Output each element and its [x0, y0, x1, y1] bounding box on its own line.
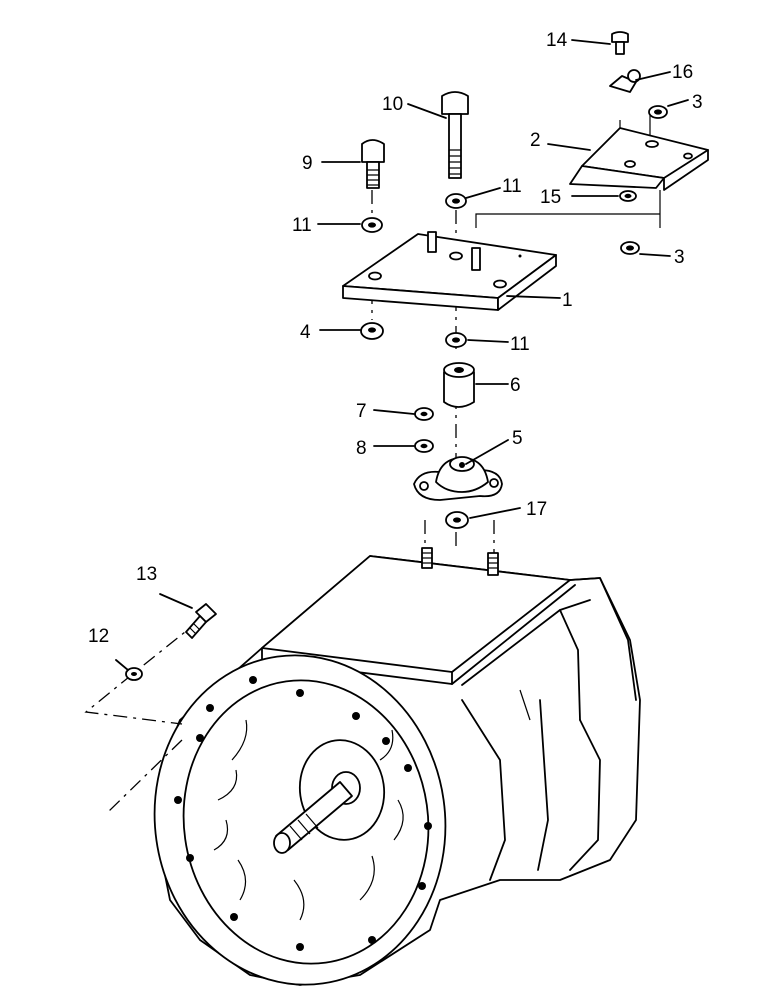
callout-1: 1 [562, 290, 573, 311]
callout-6: 6 [510, 375, 521, 396]
rubber-mount [413, 456, 503, 501]
bolt-9 [361, 139, 385, 189]
bolt-14 [611, 31, 629, 55]
callout-12: 12 [88, 626, 109, 647]
callout-8: 8 [356, 438, 367, 459]
lug [609, 69, 641, 93]
bolt-10 [441, 91, 469, 179]
callout-3-bottom: 3 [674, 247, 685, 268]
flange-bolt-holes [174, 676, 432, 951]
callout-11-mid: 11 [510, 334, 530, 355]
callout-3-top: 3 [692, 92, 703, 113]
callout-labels: 1 2 3 3 4 5 6 7 8 9 10 11 11 11 12 13 14… [88, 30, 703, 647]
callout-2: 2 [530, 130, 541, 151]
leader-lines [115, 39, 689, 671]
callout-7: 7 [356, 401, 367, 422]
mounting-plate [342, 231, 557, 311]
callout-13: 13 [136, 564, 157, 585]
callout-16: 16 [672, 62, 693, 83]
transmission-housing [153, 547, 641, 986]
spacer-sleeve [443, 362, 475, 408]
bracket [569, 127, 709, 191]
callout-11-top: 11 [502, 176, 522, 197]
callout-5: 5 [512, 428, 523, 449]
callout-15: 15 [540, 187, 561, 208]
bolt-13 [185, 603, 217, 639]
washers [125, 105, 668, 681]
callout-4: 4 [300, 322, 311, 343]
housing-studs [421, 547, 499, 576]
callout-9: 9 [302, 153, 313, 174]
callout-17: 17 [526, 499, 547, 520]
callout-14: 14 [546, 30, 568, 51]
callout-11-left: 11 [292, 215, 312, 236]
callout-10: 10 [382, 94, 403, 115]
